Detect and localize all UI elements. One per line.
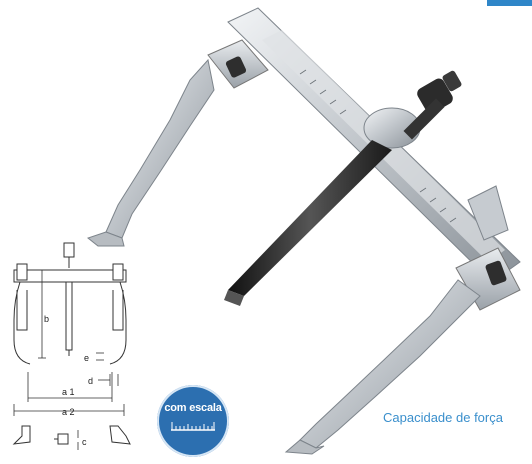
scale-badge: com escala	[157, 385, 229, 457]
capacity-caption: Capacidade de força	[383, 410, 503, 425]
drawing-label-a2: a 2	[62, 407, 75, 417]
drawing-jaw-left	[12, 425, 31, 445]
drawing-label-c: c	[82, 437, 87, 447]
drawing-label-b: b	[44, 314, 49, 324]
drawing-crossbar	[13, 269, 127, 283]
ruler-icon	[171, 422, 215, 431]
drawing-label-a1: a 1	[62, 387, 75, 397]
technical-drawing	[12, 242, 131, 450]
brand-corner-strip	[487, 0, 532, 6]
bearing-puller-photo	[86, 7, 521, 455]
drawing-label-d: d	[88, 376, 93, 386]
scale-badge-label: com escala	[164, 402, 222, 414]
drawing-spindle-head	[63, 242, 75, 258]
drawing-jaw-right	[109, 425, 131, 445]
drawing-label-e: e	[84, 353, 89, 363]
